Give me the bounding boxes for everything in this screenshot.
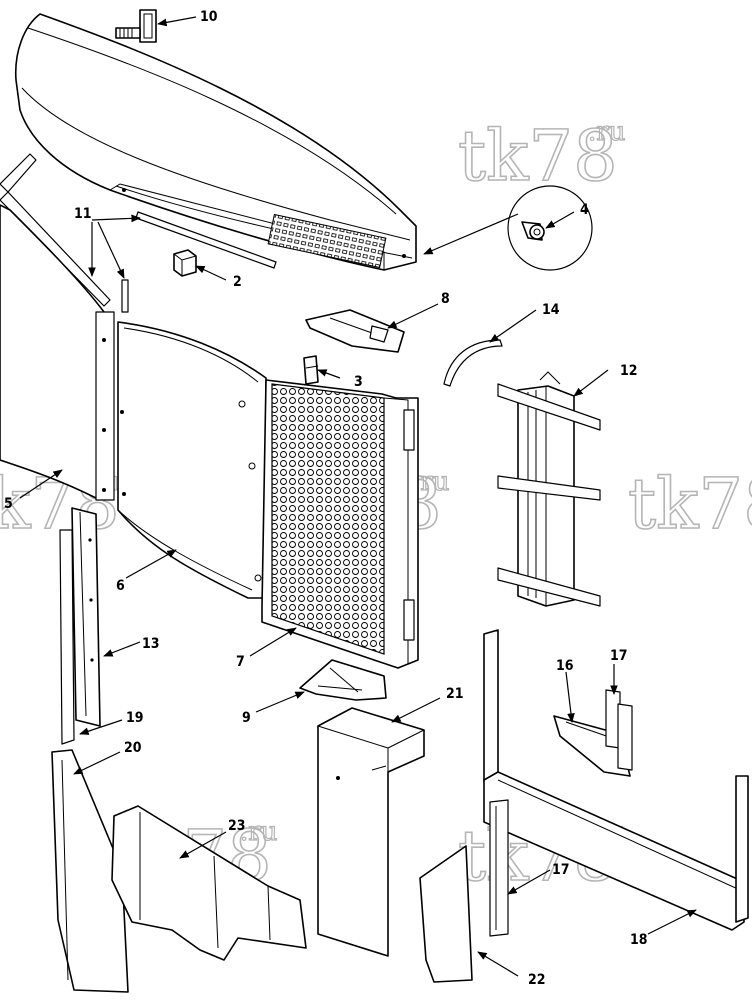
callout-10: 10 bbox=[200, 9, 218, 25]
callout-18: 18 bbox=[630, 932, 648, 948]
part-16-bracket bbox=[553, 689, 633, 777]
callout-14: 14 bbox=[542, 302, 560, 318]
callout-3: 3 bbox=[354, 374, 363, 390]
callout-21: 21 bbox=[446, 686, 464, 702]
part-10-bolt bbox=[115, 9, 157, 43]
part-7-mesh-grille bbox=[261, 379, 419, 669]
watermark-text: tk78 bbox=[458, 115, 618, 197]
callout-12: 12 bbox=[620, 363, 638, 379]
watermark-suffix: .ru bbox=[240, 817, 277, 847]
watermark-suffix: .ru bbox=[588, 117, 625, 147]
leader-lines bbox=[19, 16, 697, 977]
part-18-long-rail bbox=[483, 629, 749, 931]
callout-8: 8 bbox=[441, 291, 450, 307]
callout-20: 20 bbox=[124, 740, 142, 756]
part-11-seal-strips bbox=[0, 153, 277, 313]
part-12-frame bbox=[497, 371, 601, 607]
callout-17: 17 bbox=[552, 862, 570, 878]
part-21-box bbox=[317, 707, 425, 957]
callout-9: 9 bbox=[242, 710, 251, 726]
part-9-deflector bbox=[299, 659, 387, 701]
callout-23: 23 bbox=[228, 818, 246, 834]
callout-6: 6 bbox=[116, 578, 125, 594]
part-4-screw-detail bbox=[507, 185, 593, 271]
part-23-panel bbox=[111, 805, 307, 961]
part-2-block bbox=[173, 249, 197, 277]
part-5-left-side-panel bbox=[0, 204, 115, 501]
part-22-panel bbox=[419, 799, 509, 983]
callout-2: 2 bbox=[233, 274, 242, 290]
watermark-text: tk78 bbox=[628, 463, 752, 545]
callout-labels: 10 4 11 2 8 14 3 12 5 6 13 7 16 17 9 21 … bbox=[4, 9, 648, 988]
callout-19: 19 bbox=[126, 710, 144, 726]
callout-5: 5 bbox=[4, 496, 13, 512]
part-hood-cover bbox=[14, 13, 417, 271]
part-13-strip bbox=[59, 507, 101, 745]
part-6-center-panel bbox=[117, 321, 267, 599]
part-14-strap bbox=[443, 339, 503, 387]
part-3-clip bbox=[303, 355, 319, 385]
callout-7: 7 bbox=[236, 654, 245, 670]
callout-11: 11 bbox=[74, 206, 92, 222]
callout-13: 13 bbox=[142, 636, 160, 652]
callout-22: 22 bbox=[528, 972, 546, 988]
callout-16: 16 bbox=[556, 658, 574, 674]
callout-17: 17 bbox=[610, 648, 628, 664]
part-20-left-panel bbox=[51, 749, 129, 993]
callout-4: 4 bbox=[580, 202, 589, 218]
part-8-bracket-plate bbox=[305, 309, 405, 353]
